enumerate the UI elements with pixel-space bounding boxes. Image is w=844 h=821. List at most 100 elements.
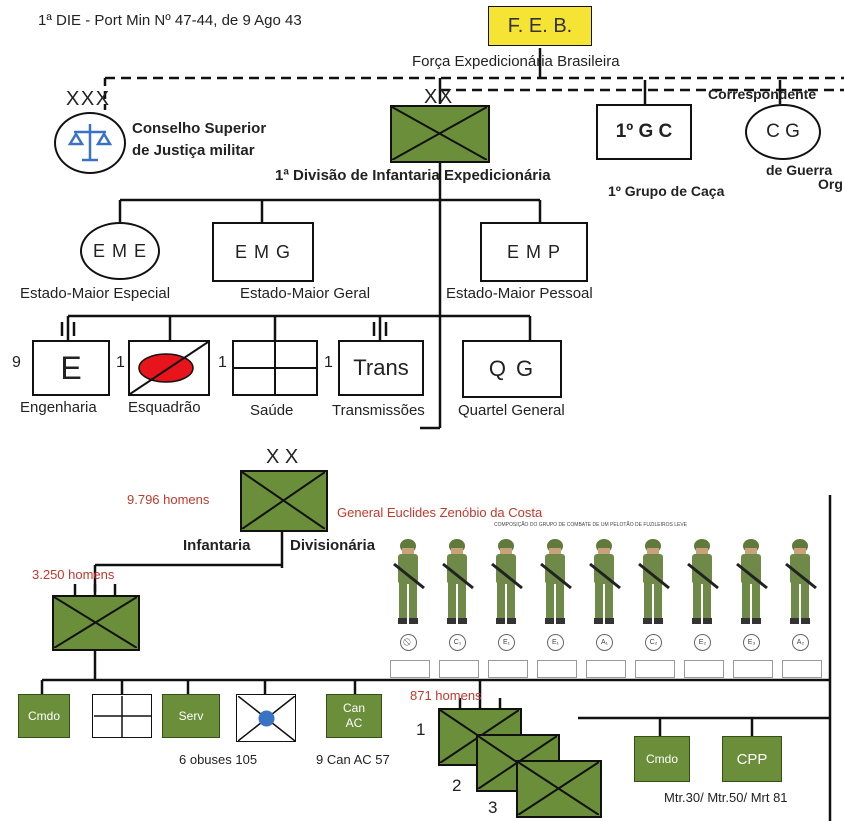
can-ac-label-1: Can [342, 701, 365, 715]
eme-label: E M E [92, 240, 147, 261]
soldier-role-tag [684, 660, 724, 678]
artillery-box [236, 694, 296, 742]
soldier-role-marker: E₁ [498, 634, 515, 651]
soldier-role-marker: C₂ [645, 634, 662, 651]
feb-abbr: F. E. B. [507, 14, 573, 37]
cg-label: C G [766, 121, 800, 142]
soldier-role-tag [635, 660, 675, 678]
medical-cross-icon [93, 695, 151, 737]
eme-symbol: E M E [80, 222, 160, 280]
infantry-cross-icon [53, 596, 138, 649]
soldier-role-marker: ⃠ [400, 634, 417, 651]
gc-label: 1º G C [615, 121, 673, 142]
esq-name: Esquadrão [128, 399, 201, 416]
saude-count: 1 [218, 354, 227, 371]
division-marker: X X [424, 86, 452, 108]
cg-name-line3: Org [818, 176, 843, 192]
soldier-role-marker: E₂ [694, 634, 711, 651]
conselho-symbol [54, 112, 126, 174]
emp-box: E M P [480, 222, 588, 282]
esq-box [128, 340, 210, 396]
battalion-3-symbol [516, 760, 602, 818]
soldier-role-tag [782, 660, 822, 678]
esq-count: 1 [116, 354, 125, 371]
infantry-general: General Euclides Zenóbio da Costa [337, 505, 543, 520]
eng-name: Engenharia [20, 399, 97, 416]
soldier-figure [584, 536, 624, 631]
source-note: 1ª DIE - Port Min Nº 47-44, de 9 Ago 43 [38, 12, 302, 29]
division-name: 1ª Divisão de Infantaria Expedicionária [275, 167, 551, 184]
infantry-cross-icon [517, 761, 600, 816]
qg-box: Q G [462, 340, 562, 398]
eng-label: E [60, 349, 82, 386]
artillery-dot-icon [237, 695, 295, 741]
conselho-name-line2: de Justiça militar [132, 142, 255, 159]
infantry-marker: X X [266, 446, 299, 468]
eme-name: Estado-Maior Especial [20, 285, 171, 302]
emp-label: E M P [506, 241, 561, 262]
serv-box: Serv [162, 694, 220, 738]
soldier-figure [437, 536, 477, 631]
squad-caption: COMPOSIÇÃO DO GRUPO DE COMBATE DE UM PEL… [494, 522, 687, 528]
emg-name: Estado-Maior Geral [240, 285, 371, 302]
cmdo-box: Cmdo [18, 694, 70, 738]
gc-box: 1º G C [596, 104, 692, 160]
soldier-role-marker: A₁ [596, 634, 613, 651]
soldier-role-tag [537, 660, 577, 678]
battalion-men: 871 homens [410, 688, 482, 703]
trans-name: Transmissões [332, 402, 425, 419]
medical-cross-icon [234, 342, 316, 394]
cg-name-line1: Correspondente [708, 86, 817, 102]
eng-box: E [32, 340, 110, 396]
can-ac-box: Can AC [326, 694, 382, 738]
saude-name: Saúde [250, 402, 294, 419]
trans-label: Trans [353, 355, 409, 380]
medical-subunit-box [92, 694, 152, 738]
gc-name: 1º Grupo de Caça [608, 183, 725, 199]
soldier-figure [633, 536, 673, 631]
regiment-men: 3.250 homens [32, 567, 115, 582]
saude-box [232, 340, 318, 396]
emg-box: E M G [212, 222, 314, 282]
soldier-figure [780, 536, 820, 631]
soldier-figure [486, 536, 526, 631]
soldier-role-marker: E₁ [547, 634, 564, 651]
feb-full-name: Força Expedicionária Brasileira [412, 53, 620, 70]
can-ac-note: 9 Can AC 57 [316, 752, 390, 767]
division-symbol [390, 105, 490, 163]
battalion-number-3: 3 [488, 798, 498, 817]
soldier-role-tag [488, 660, 528, 678]
soldier-figure [388, 536, 428, 631]
conselho-name-line1: Conselho Superior [132, 120, 267, 137]
infantry-symbol [240, 470, 328, 532]
scales-icon [67, 124, 113, 162]
cpp-box: CPP [722, 736, 782, 782]
infantry-name-right: Divisionária [290, 537, 376, 554]
regiment-symbol [52, 595, 140, 651]
cg-symbol: C G [745, 104, 821, 160]
mtr-note: Mtr.30/ Mtr.50/ Mrt 81 [664, 790, 788, 805]
soldier-role-marker: C₁ [449, 634, 466, 651]
feb-box: F. E. B. [488, 6, 592, 46]
battalion-number-1: 1 [416, 720, 426, 739]
soldier-role-tag [586, 660, 626, 678]
trans-count: 1 [324, 354, 333, 371]
emp-name: Estado-Maior Pessoal [446, 285, 593, 302]
cmdo2-label: Cmdo [645, 752, 678, 766]
soldier-role-marker: A₂ [792, 634, 809, 651]
qg-label: Q G [488, 356, 536, 381]
qg-name: Quartel General [458, 402, 565, 419]
infantry-cross-icon [241, 471, 326, 530]
soldier-role-tag [390, 660, 430, 678]
cmdo2-box: Cmdo [634, 736, 690, 782]
soldier-role-tag [439, 660, 479, 678]
soldier-figure [535, 536, 575, 631]
trans-box: Trans [338, 340, 424, 396]
can-ac-label-2: AC [345, 716, 363, 730]
soldier-figure [731, 536, 771, 631]
battalion-number-2: 2 [452, 776, 462, 795]
cmdo-label: Cmdo [27, 709, 60, 723]
soldier-role-marker: E₃ [743, 634, 760, 651]
obuses-note: 6 obuses 105 [179, 752, 258, 767]
